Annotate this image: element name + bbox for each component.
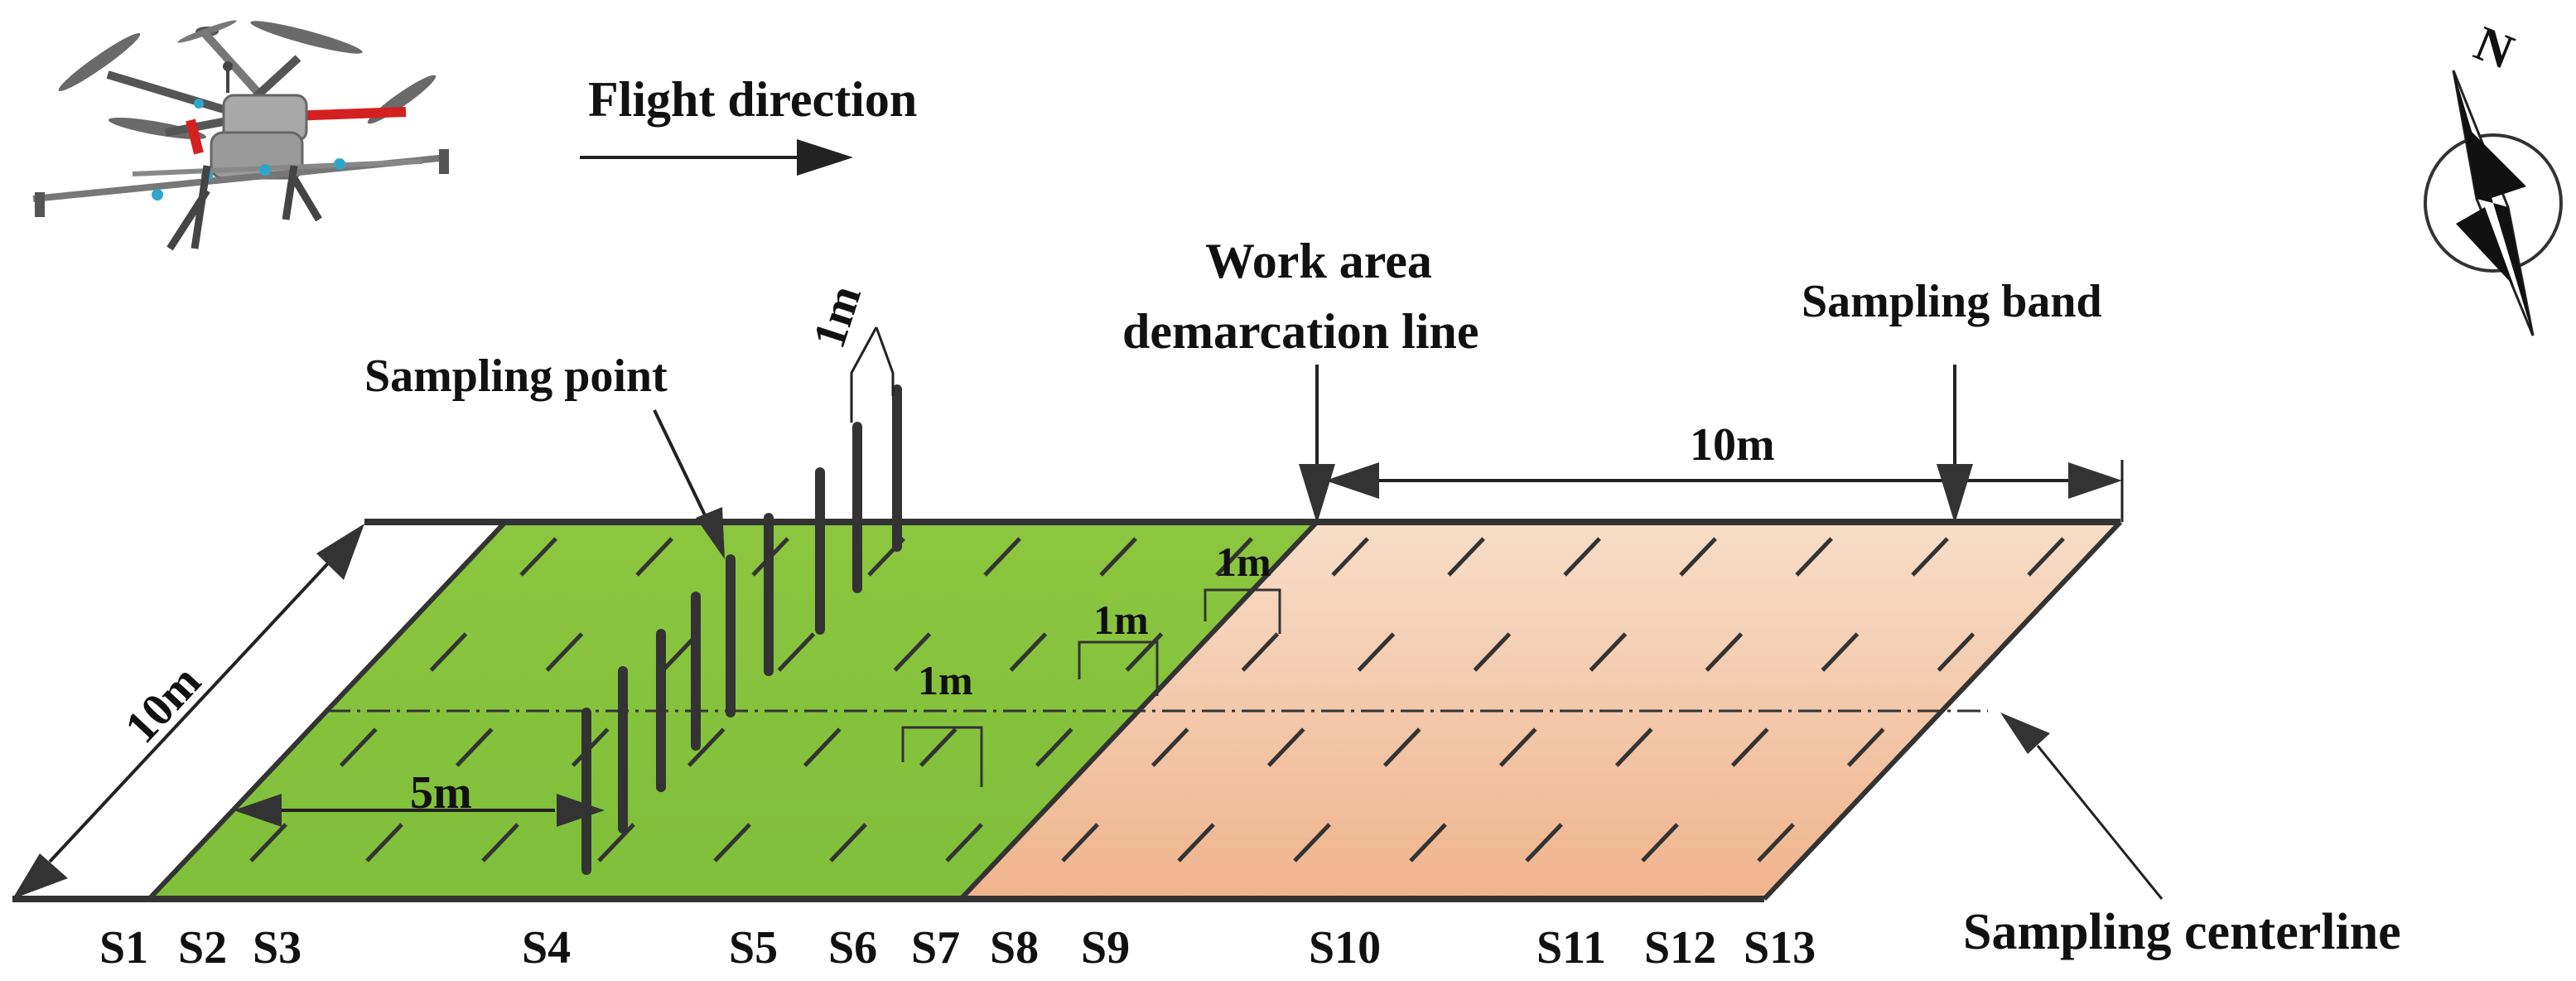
band-dash (1125, 632, 1164, 672)
sampling-point-label: Sampling point (364, 350, 668, 402)
dim-1m-b-label: 1m (1093, 597, 1149, 643)
station-label-s9: S9 (1081, 922, 1130, 974)
band-dash (687, 727, 726, 767)
dim-10m-top-label: 10m (1690, 419, 1775, 471)
dim-5m-label: 5m (410, 767, 472, 819)
field-buffer-zone (12, 522, 505, 899)
band-dash (1382, 727, 1421, 767)
band-dash (597, 823, 635, 863)
band-dash (429, 632, 468, 672)
band-dash (1679, 537, 1717, 577)
band-dash (829, 823, 867, 863)
band-dash (919, 727, 958, 767)
station-label-s4: S4 (522, 922, 571, 974)
band-dash (339, 727, 378, 767)
band-dash (803, 727, 842, 767)
station-label-s12: S12 (1644, 922, 1716, 974)
station-label-s6: S6 (828, 922, 877, 974)
station-label-s8: S8 (990, 922, 1039, 974)
sampling-band-lines (249, 537, 2065, 863)
band-dash (945, 823, 983, 863)
band-dash (1357, 632, 1396, 672)
band-dash (983, 537, 1021, 577)
station-label-s7: S7 (911, 922, 960, 974)
band-dash (1293, 823, 1331, 863)
band-dash (455, 727, 494, 767)
sampling-point-arrow (653, 409, 725, 559)
work-area-label-line2: demarcation line (1122, 304, 1479, 359)
sampling-centerline-arrow (2000, 713, 2164, 900)
sampling-centerline-label: Sampling centerline (1963, 904, 2401, 960)
band-dash (1937, 632, 1975, 672)
band-dash (1447, 537, 1485, 577)
dim-1m-vertical-label: 1m (803, 279, 871, 354)
station-label-s5: S5 (729, 922, 778, 974)
drone-illustration (32, 20, 449, 251)
band-dash (1035, 727, 1073, 767)
band-dash (1473, 632, 1512, 672)
station-label-s3: S3 (253, 922, 301, 974)
dim-1m-a-label: 1m (918, 657, 973, 703)
station-label-s11: S11 (1536, 922, 1606, 974)
station-label-s2: S2 (178, 922, 227, 974)
band-dash (1614, 727, 1653, 767)
band-dash (249, 823, 287, 863)
band-dash (1641, 823, 1679, 863)
band-dash (1730, 727, 1769, 767)
band-dash (1266, 727, 1305, 767)
band-dash (1177, 823, 1215, 863)
dim-10m-left (12, 524, 364, 899)
band-dash (1409, 823, 1447, 863)
band-dash (777, 632, 816, 672)
band-dash (1331, 537, 1369, 577)
station-label-s10: S10 (1309, 922, 1381, 974)
dim-1m-bracket-a (901, 726, 983, 787)
band-dash (1821, 632, 1860, 672)
band-dash (1911, 537, 1949, 577)
sampling-band-arrow (1937, 365, 1973, 524)
band-dash (1705, 632, 1744, 672)
band-dash (1498, 727, 1537, 767)
band-dash (1061, 823, 1099, 863)
band-dash (1563, 537, 1601, 577)
flight-direction-arrow (580, 139, 853, 176)
band-dash (1525, 823, 1563, 863)
band-dash (1009, 632, 1048, 672)
station-label-s1: S1 (99, 922, 148, 974)
band-dash (519, 537, 557, 577)
flight-direction-label: Flight direction (588, 72, 917, 127)
band-dash (545, 632, 584, 672)
work-area-label-line1: Work area (1205, 234, 1432, 288)
band-dash (2027, 537, 2065, 577)
band-dash (1215, 537, 1253, 577)
band-dash (1151, 727, 1189, 767)
dim-1m-c-label: 1m (1216, 539, 1271, 585)
band-dash (1241, 632, 1280, 672)
band-dash (1099, 537, 1137, 577)
band-dash (1757, 823, 1795, 863)
band-dash (365, 823, 403, 863)
band-dash (893, 632, 932, 672)
compass-north-label: N (2467, 16, 2521, 80)
north-compass-icon: N (2424, 16, 2563, 336)
station-labels: S1 S2 S3 S4 S5 S6 S7 S8 S9 S10 S11 S12 S13 (99, 922, 1816, 974)
band-dash (1795, 537, 1833, 577)
band-dash (713, 823, 751, 863)
sampling-point-poles (581, 384, 902, 875)
dim-1m-vertical (850, 326, 895, 423)
band-dash (481, 823, 519, 863)
band-dash (635, 537, 673, 577)
dim-5m (234, 794, 605, 827)
dim-1m-bracket-b (1078, 640, 1159, 696)
band-dash (1846, 727, 1885, 767)
sampling-band-label: Sampling band (1802, 276, 2102, 327)
station-label-s13: S13 (1744, 922, 1816, 974)
dim-1m-bracket-c (1204, 588, 1281, 634)
band-dash (1589, 632, 1628, 672)
work-area-arrow (1299, 365, 1335, 524)
